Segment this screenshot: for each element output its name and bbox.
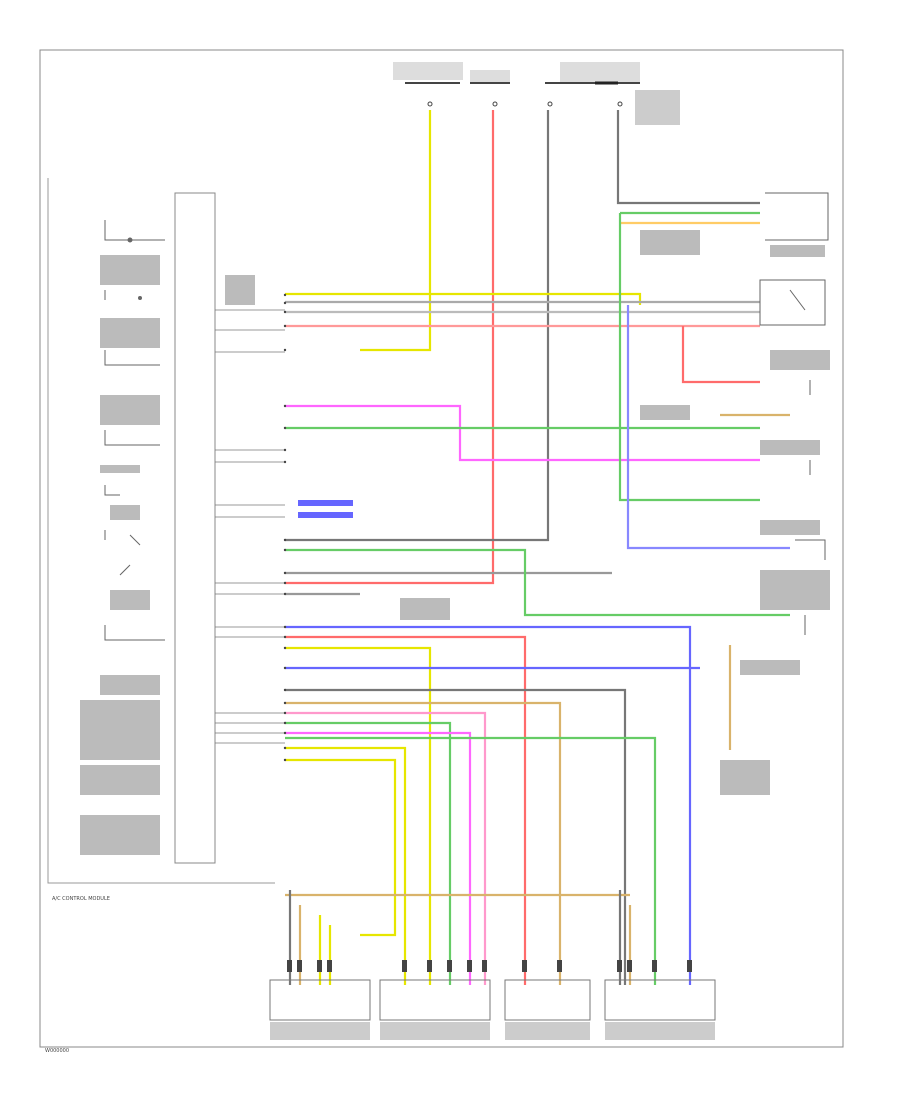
diagram-border bbox=[39, 49, 844, 1048]
right-components bbox=[759, 192, 829, 635]
inline-splices bbox=[298, 500, 353, 518]
footer-code: W000000 bbox=[45, 1048, 69, 1054]
right-component-labels bbox=[225, 230, 830, 795]
harness-wires bbox=[285, 211, 790, 617]
control-module-label: A/C CONTROL MODULE bbox=[52, 896, 110, 902]
module-internal-symbols bbox=[104, 220, 165, 781]
pin-dots bbox=[283, 293, 287, 762]
feed-wires bbox=[285, 110, 760, 585]
power-supply-blocks bbox=[393, 62, 680, 125]
bottom-components bbox=[269, 979, 716, 1040]
module-internal-labels bbox=[80, 255, 160, 855]
lower-harness-wires bbox=[285, 625, 732, 985]
connector-pin-ladder bbox=[215, 309, 285, 744]
control-module: A/C CONTROL MODULE bbox=[47, 178, 275, 902]
bottom-pin-markers bbox=[287, 960, 692, 972]
